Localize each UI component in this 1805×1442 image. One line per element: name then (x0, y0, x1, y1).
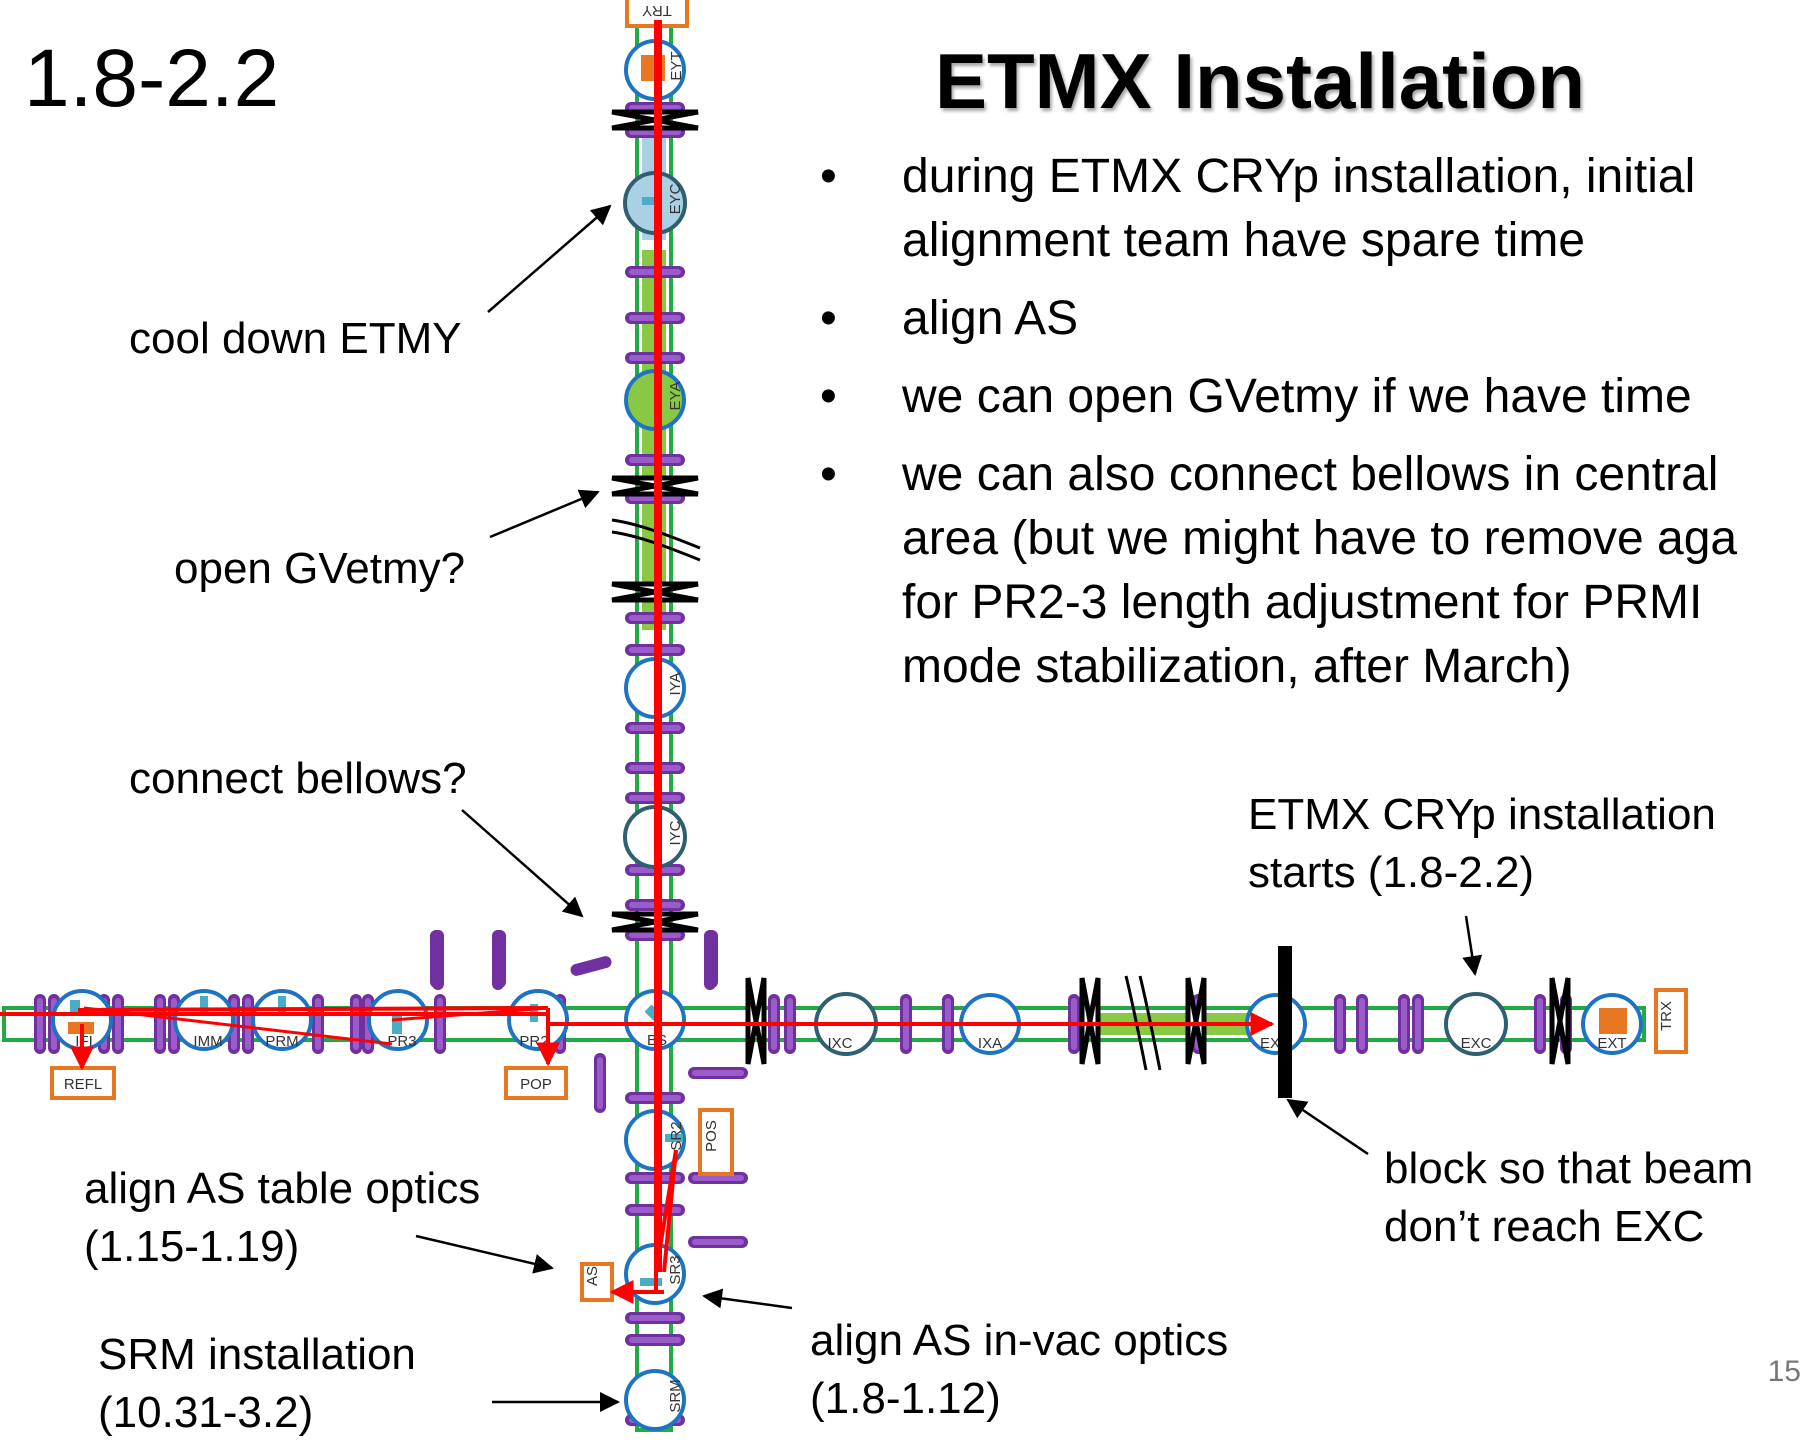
callout-line: ETMX CRYp installation (1248, 790, 1716, 839)
etmx-cryp-callout: ETMX CRYp installation starts (1.8-2.2) (1248, 786, 1716, 902)
bullet-dot: • (820, 150, 837, 203)
slide-title: ETMX Installation (935, 37, 1586, 125)
callout-line: SRM installation (98, 1330, 416, 1379)
bullet-line: during ETMX CRYp installation, initial (902, 150, 1696, 203)
srm-install-callout: SRM installation (10.31-3.2) (98, 1326, 416, 1442)
try-label: TRY (642, 2, 672, 19)
bullet-item: • align AS (820, 287, 1805, 351)
align-as-table-callout: align AS table optics (1.15-1.19) (84, 1160, 480, 1276)
bullet-item: • we can open GVetmy if we have time (820, 365, 1805, 429)
pr2-label: PR2 (519, 1033, 548, 1050)
ixa-label: IXA (978, 1035, 1002, 1052)
imm-label: IMM (193, 1033, 222, 1050)
page-number: 15 (1767, 1355, 1801, 1388)
optical-tables: TRY REFL POP POS AS TRX (50, 0, 1688, 1302)
bullet-list: • during ETMX CRYp installation, initial… (820, 145, 1805, 713)
trx-label: TRX (1658, 1001, 1675, 1031)
bullet-line: we can also connect bellows in central (902, 448, 1719, 501)
cool-down-callout: cool down ETMY (129, 314, 462, 363)
callout-line: align AS table optics (84, 1164, 481, 1213)
ex-label: EX (1260, 1035, 1280, 1052)
bullet-line: we can open GVetmy if we have time (902, 370, 1692, 423)
pos-label: POS (703, 1120, 720, 1152)
bullet-dot: • (820, 370, 837, 423)
eyc-label: EYC (667, 183, 684, 214)
iya-label: IYA (667, 672, 684, 695)
align-as-invac-callout: align AS in-vac optics (1.8-1.12) (810, 1312, 1228, 1428)
bullet-item: • during ETMX CRYp installation, initial… (820, 145, 1805, 273)
connect-bellows-callout: connect bellows? (129, 754, 467, 803)
sr2-label: SR2 (668, 1121, 685, 1150)
callout-line: align AS in-vac optics (810, 1316, 1229, 1365)
laser-beam-path (0, 20, 1275, 1304)
exc-label: EXC (1461, 1035, 1492, 1052)
beam-block-bar (1278, 946, 1292, 1098)
gate-valves (611, 109, 1571, 1065)
y-arm-bellows (570, 102, 748, 1426)
block-callout: block so that beam don’t reach EXC (1384, 1140, 1753, 1256)
pr-side-bellows (430, 930, 718, 988)
callout-line: (1.15-1.19) (84, 1222, 300, 1271)
callout-line: don’t reach EXC (1384, 1202, 1705, 1251)
as-label: AS (584, 1266, 601, 1286)
ixc-label: IXC (827, 1035, 852, 1052)
chambers: EYT EYC EYA IYA IYC BS SR2 SR3 SRM IFI I… (51, 39, 1643, 1431)
bullet-line: mode stabilization, after March) (902, 640, 1572, 693)
callout-line: (1.8-1.12) (810, 1374, 1001, 1423)
bullet-line: align AS (902, 292, 1079, 345)
prm-label: PRM (265, 1033, 298, 1050)
refl-label: REFL (64, 1076, 102, 1093)
callout-line: block so that beam (1384, 1144, 1754, 1193)
open-gv-callout: open GVetmy? (174, 544, 466, 593)
bullet-dot: • (820, 448, 837, 501)
pr3-label: PR3 (387, 1033, 416, 1050)
pop-label: POP (520, 1076, 552, 1093)
ext-label: EXT (1597, 1035, 1626, 1052)
callout-arrows (415, 204, 1483, 1412)
bullet-dot: • (820, 292, 837, 345)
date-range: 1.8-2.2 (24, 33, 280, 124)
bullet-item: • we can also connect bellows in central… (820, 443, 1805, 699)
srm-label: SRM (667, 1379, 684, 1412)
bullet-line: for PR2-3 length adjustment for PRMI (902, 576, 1703, 629)
callout-line: (10.31-3.2) (98, 1388, 314, 1437)
eyt-label: EYT (668, 51, 685, 80)
callout-line: starts (1.8-2.2) (1248, 848, 1535, 897)
sr3-label: SR3 (667, 1255, 684, 1284)
bullet-line: area (but we might have to remove aga (902, 512, 1738, 565)
eya-label: EYA (667, 382, 684, 411)
iyc-label: IYC (667, 820, 684, 845)
bullet-line: alignment team have spare time (902, 214, 1586, 267)
